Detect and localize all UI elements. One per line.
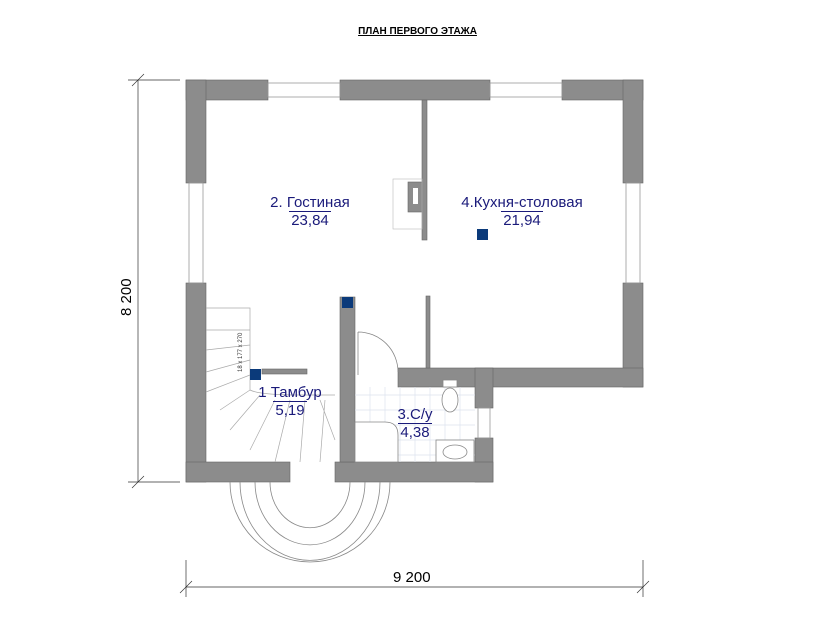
stair-note: 18 x 177 x 270 <box>238 332 244 372</box>
height-dimension: 8 200 <box>118 278 135 316</box>
column-markers <box>250 229 488 380</box>
windows <box>188 82 641 439</box>
width-dimension: 9 200 <box>393 569 431 586</box>
door-swing <box>357 331 399 375</box>
porch <box>229 481 391 563</box>
walls <box>185 79 644 483</box>
shower <box>354 421 399 463</box>
dimension-lines <box>128 73 650 597</box>
stairs <box>205 307 336 463</box>
sink <box>442 444 468 460</box>
toilet <box>441 387 459 413</box>
plan-title: ПЛАН ПЕРВОГО ЭТАЖА <box>358 26 477 37</box>
